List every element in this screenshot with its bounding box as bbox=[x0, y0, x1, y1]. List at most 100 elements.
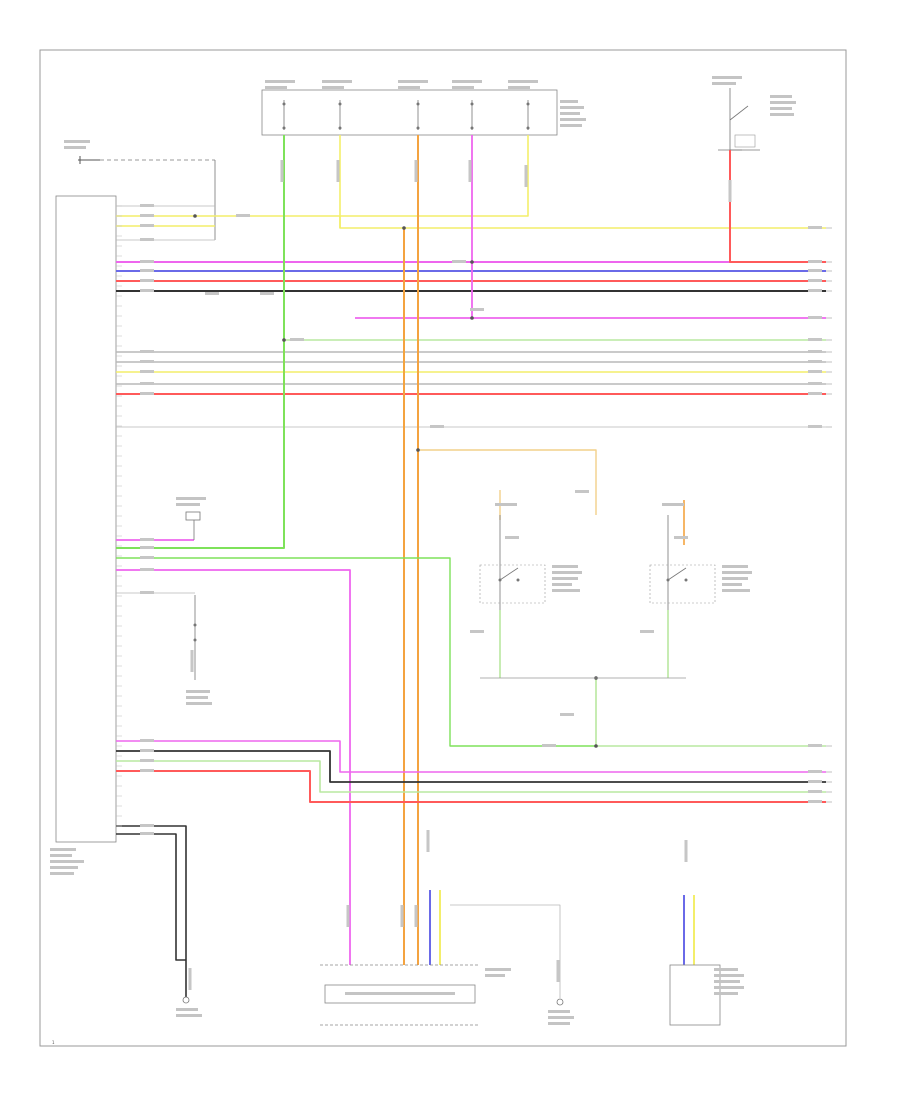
diagram-border bbox=[39, 49, 847, 1047]
fuse-header-marks bbox=[265, 80, 586, 127]
vertical-wire-label-8 bbox=[414, 905, 418, 927]
wire-green-ctrl bbox=[116, 557, 596, 747]
vertical-wire-label-3 bbox=[414, 160, 418, 182]
switch-mid-left bbox=[186, 595, 212, 705]
footer-code: 1 bbox=[52, 1040, 55, 1045]
wire-label-33 bbox=[808, 370, 822, 373]
wire-black-bl2 bbox=[116, 833, 186, 961]
wire-label-15 bbox=[452, 260, 466, 263]
vertical-wire-label-6 bbox=[346, 905, 350, 927]
wire-label-53 bbox=[290, 338, 304, 341]
wire-label-29 bbox=[808, 316, 822, 319]
fuse-2 bbox=[338, 100, 342, 130]
wire-label-48 bbox=[808, 780, 822, 783]
splice-dot-3 bbox=[470, 260, 474, 264]
wire-label-40 bbox=[140, 568, 154, 571]
wire-label-3 bbox=[140, 224, 154, 227]
wire-pink-low bbox=[116, 740, 826, 773]
wire-label-49 bbox=[808, 790, 822, 793]
wire-label-25 bbox=[808, 260, 822, 263]
splice-dot-1 bbox=[402, 226, 406, 230]
wire-label-56 bbox=[430, 425, 444, 428]
wire-label-55 bbox=[260, 292, 274, 295]
bottom-control-unit bbox=[320, 964, 511, 1026]
fuse-3 bbox=[416, 100, 420, 130]
wire-label-18 bbox=[505, 536, 519, 539]
wire-label-20 bbox=[470, 630, 484, 633]
vertical-wire-label-10 bbox=[556, 960, 560, 982]
wire-label-7 bbox=[140, 279, 154, 282]
wire-gray-bm bbox=[450, 904, 561, 998]
wire-label-35 bbox=[808, 392, 822, 395]
fuse-1 bbox=[282, 100, 286, 130]
wire-black-low bbox=[116, 750, 826, 783]
vertical-wire-label-12 bbox=[190, 650, 194, 672]
vertical-wire-label-1 bbox=[280, 160, 284, 182]
wire-label-22 bbox=[560, 713, 574, 716]
splice-dot-2 bbox=[416, 448, 420, 452]
wire-yellow-main bbox=[215, 215, 826, 229]
bottom-left-connector bbox=[176, 996, 202, 1017]
vertical-wire-label-7 bbox=[400, 905, 404, 927]
wire-label-36 bbox=[808, 425, 822, 428]
wire-label-4 bbox=[140, 238, 154, 241]
wire-label-28 bbox=[808, 289, 822, 292]
wire-label-42 bbox=[140, 739, 154, 742]
wire-label-17 bbox=[575, 490, 589, 493]
sensor-left bbox=[176, 497, 206, 540]
splice-dot-7 bbox=[594, 744, 598, 748]
fuse-4 bbox=[470, 100, 474, 130]
wire-label-1 bbox=[140, 204, 154, 207]
wire-green-gnd bbox=[595, 678, 826, 747]
wire-label-39 bbox=[140, 556, 154, 559]
wire-label-38 bbox=[140, 546, 154, 549]
vertical-wire-label-4 bbox=[468, 160, 472, 182]
wire-orange-tap bbox=[418, 449, 597, 515]
vertical-wire-label-2 bbox=[336, 160, 340, 182]
wire-label-52 bbox=[140, 832, 154, 835]
wire-label-41 bbox=[140, 591, 154, 594]
wire-label-50 bbox=[808, 800, 822, 803]
wire-label-44 bbox=[140, 759, 154, 762]
wire-purple-out bbox=[116, 569, 351, 965]
wire-label-51 bbox=[140, 824, 154, 827]
splice-dot-5 bbox=[282, 338, 286, 342]
fuse-5 bbox=[526, 100, 530, 130]
wire-label-5 bbox=[140, 260, 154, 263]
vertical-wire-label-14 bbox=[728, 180, 732, 202]
wire-label-45 bbox=[140, 769, 154, 772]
wire-label-9 bbox=[140, 350, 154, 353]
control-unit-caption bbox=[50, 848, 84, 875]
wire-label-13 bbox=[140, 392, 154, 395]
control-unit-box bbox=[55, 195, 117, 843]
wire-label-30 bbox=[808, 338, 822, 341]
bottom-right-module bbox=[669, 964, 744, 1026]
wire-label-23 bbox=[542, 744, 556, 747]
vertical-wire-label-13 bbox=[188, 968, 192, 990]
wire-label-6 bbox=[140, 269, 154, 272]
ground-top-left bbox=[64, 140, 216, 240]
wire-label-47 bbox=[808, 770, 822, 773]
switch-right bbox=[649, 503, 752, 610]
wire-black-bl1 bbox=[116, 825, 187, 997]
splice-dot-4 bbox=[470, 316, 474, 320]
wire-lg-low bbox=[116, 760, 826, 793]
switch-left bbox=[479, 503, 582, 610]
vertical-wire-label-9 bbox=[426, 830, 430, 852]
wire-label-11 bbox=[140, 370, 154, 373]
wire-label-26 bbox=[808, 269, 822, 272]
wire-label-2 bbox=[140, 214, 154, 217]
wire-label-37 bbox=[140, 538, 154, 541]
wire-red-low bbox=[116, 770, 826, 803]
wire-yellow-fuse5 bbox=[340, 135, 529, 217]
bottom-sensor bbox=[548, 998, 574, 1025]
wire-label-16 bbox=[470, 308, 484, 311]
wire-label-34 bbox=[808, 382, 822, 385]
ignition-switch bbox=[712, 76, 796, 151]
wire-label-12 bbox=[140, 382, 154, 385]
vertical-wire-label-11 bbox=[684, 840, 688, 862]
splice-dot-8 bbox=[193, 214, 197, 218]
wire-label-21 bbox=[640, 630, 654, 633]
wire-label-8 bbox=[140, 289, 154, 292]
